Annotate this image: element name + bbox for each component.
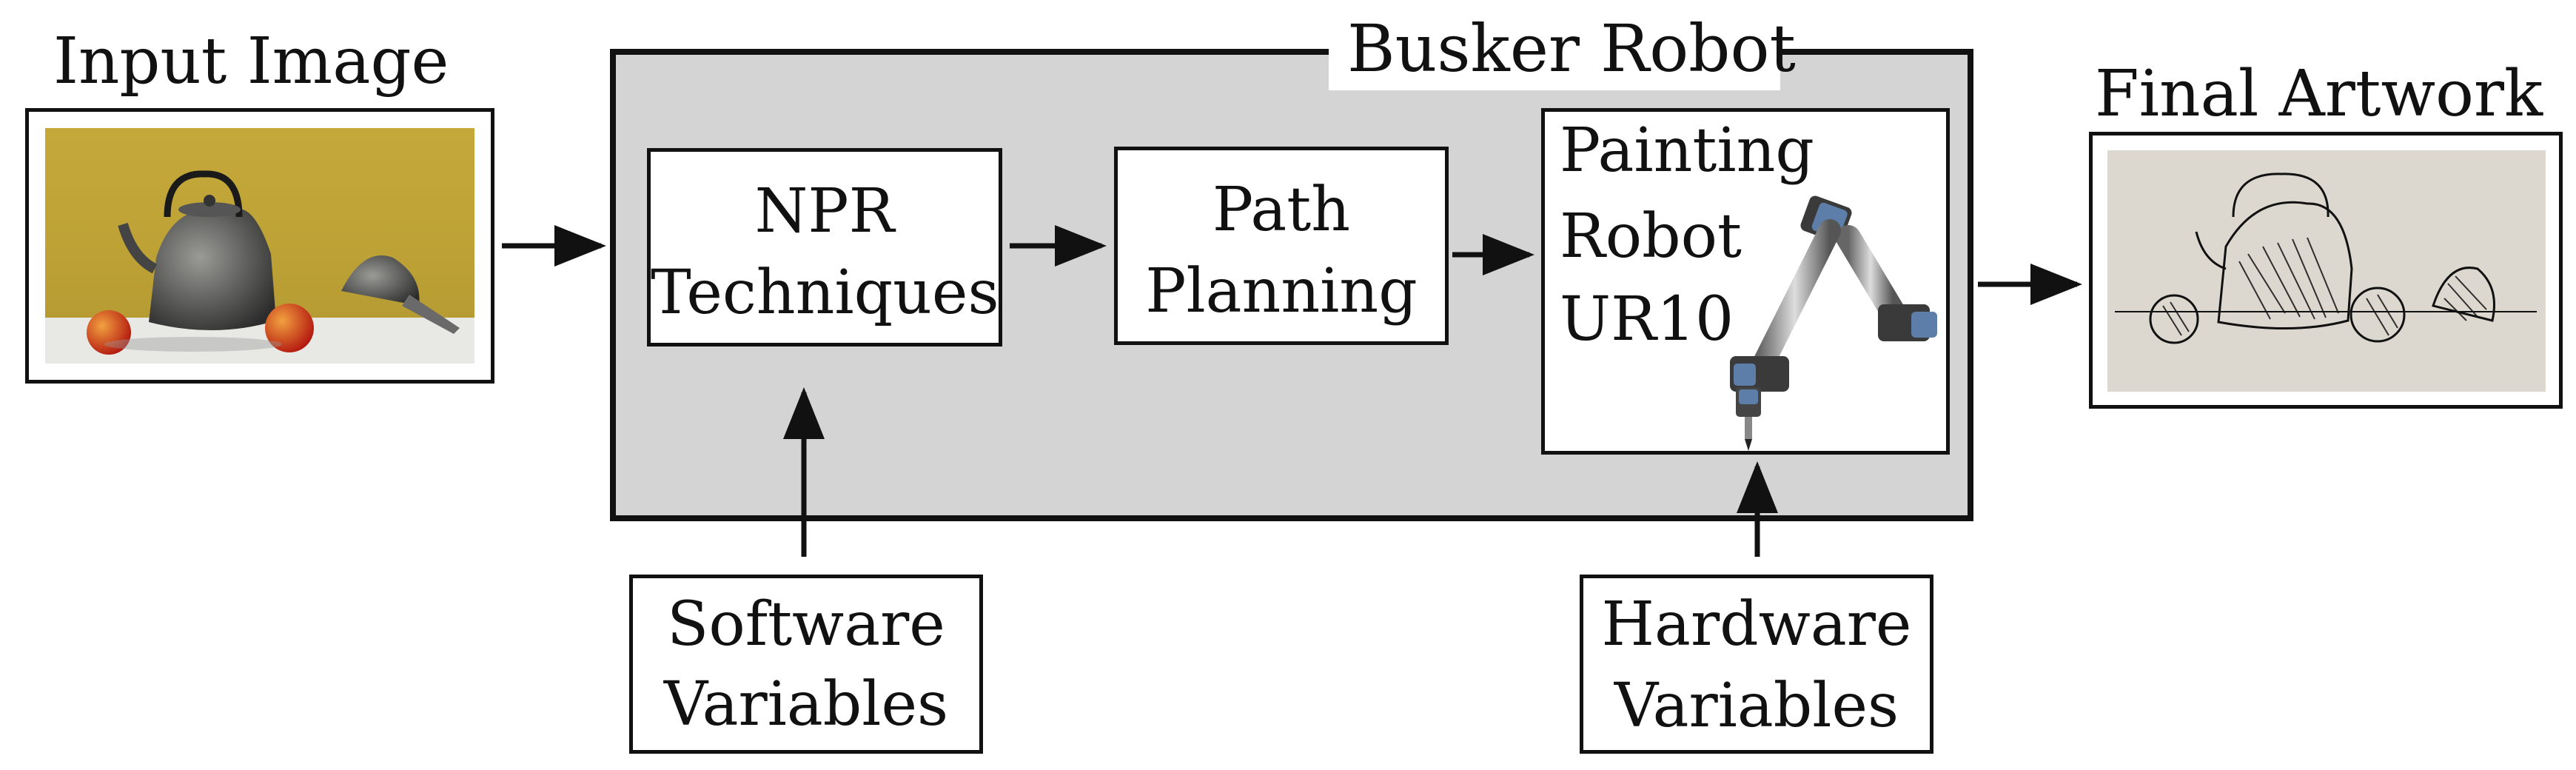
npr-techniques-line2: Techniques — [651, 258, 999, 328]
npr-techniques-line1: NPR — [754, 176, 895, 247]
path-planning-line1: Path — [1212, 175, 1351, 245]
final-artwork-title: Final Artwork — [2095, 57, 2543, 131]
hardware-variables-box: Hardware Variables — [1580, 575, 1933, 754]
ur10-robot-arm-image — [1730, 195, 1937, 451]
still-life-photo — [45, 128, 474, 364]
software-variables-line1: Software — [667, 589, 945, 660]
painting-robot-box: Painting Robot UR10 — [1541, 108, 1950, 455]
sketch-artwork-image — [2107, 150, 2546, 392]
npr-techniques-box: NPR Techniques — [647, 148, 1002, 346]
final-artwork-frame — [2089, 132, 2563, 409]
painting-robot-line3: UR10 — [1560, 284, 1734, 355]
software-variables-line2: Variables — [663, 669, 949, 740]
painting-robot-line1: Painting — [1560, 116, 1814, 186]
path-planning-line2: Planning — [1145, 256, 1418, 327]
hardware-variables-line2: Variables — [1614, 671, 1899, 741]
input-image-frame — [25, 108, 494, 384]
input-image-title: Input Image — [53, 24, 449, 98]
path-planning-box: Path Planning — [1114, 147, 1449, 345]
painting-robot-line2: Robot — [1560, 201, 1742, 272]
hardware-variables-line1: Hardware — [1601, 589, 1912, 660]
software-variables-box: Software Variables — [629, 575, 983, 754]
busker-robot-title-background — [1329, 10, 1780, 90]
busker-robot-title: Busker Robot — [1347, 10, 1796, 87]
